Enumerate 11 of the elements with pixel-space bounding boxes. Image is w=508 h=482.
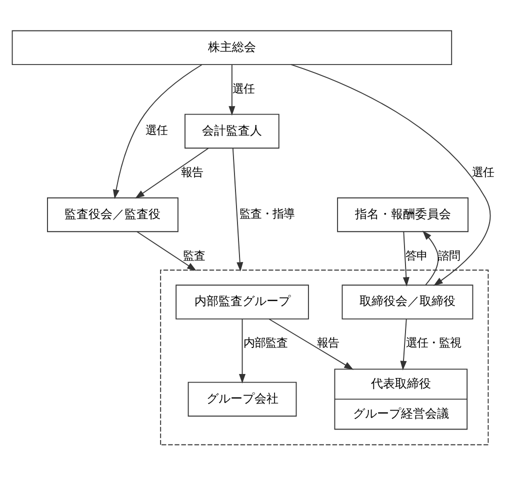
edge-label: 選任: [232, 82, 255, 95]
edge-label: 内部監査: [243, 336, 288, 350]
edge-label: 報告: [317, 336, 340, 350]
edge-label: 答申: [405, 248, 428, 262]
edge-label: 報告: [181, 165, 204, 178]
edge-label: 諮問: [438, 248, 460, 262]
edge-label: 選任: [472, 165, 494, 178]
edge-label: 監査: [182, 248, 205, 262]
edge-label: 選任: [145, 124, 168, 137]
edge-label: 監査・指導: [240, 207, 295, 220]
edge-label: 選任・監視: [406, 336, 461, 350]
